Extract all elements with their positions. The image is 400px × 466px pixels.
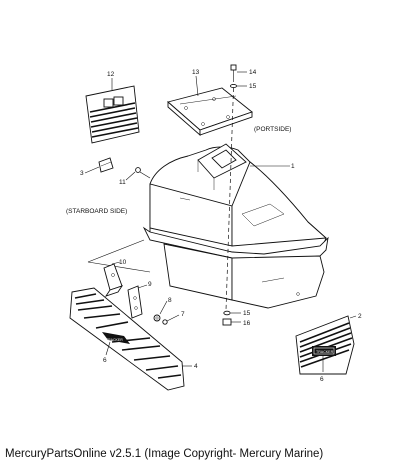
callout-12: 12 [107,71,115,78]
callout-9: 9 [148,281,152,288]
bushing-part-8 [153,314,161,322]
callout-6-right: 6 [320,376,324,383]
callout-7: 7 [181,311,185,318]
latch-part-9 [127,285,143,319]
badge-text-left: TRACKER [106,338,123,342]
callout-11: 11 [119,179,126,186]
side-decal-part-2: TRACKER [295,315,355,375]
bracket-part-10 [103,263,124,297]
callout-2: 2 [358,313,362,320]
nut-part-16 [222,318,232,326]
starboard-side-label: (STARBOARD SIDE) [66,208,127,215]
callout-10: 10 [119,259,127,266]
callout-16: 16 [243,320,251,327]
decal-part-12 [85,85,140,144]
badge-text-right: TRACKER [316,350,334,354]
screw-part-7 [162,314,180,325]
callout-14: 14 [249,69,257,76]
callout-3: 3 [80,170,84,177]
side-decal-part-4: TRACKER [69,287,185,391]
callout-15-bottom: 15 [243,310,251,317]
washer-part-15-bottom [223,310,231,316]
screw-part-11 [135,167,151,179]
callout-13: 13 [192,69,200,76]
callout-8: 8 [168,297,172,304]
small-decal-part-3 [98,157,114,173]
screw-part-14 [230,64,237,82]
callout-1: 1 [291,163,295,170]
copyright-footer: MercuryPartsOnline v2.5.1 (Image Copyrig… [5,448,324,460]
top-cowl-part-1 [142,143,329,309]
portside-label: (PORTSIDE) [254,126,291,133]
washer-part-15-top [230,83,237,89]
callout-6-left: 6 [103,357,107,364]
callout-4: 4 [194,363,198,370]
top-cover-plate-part-13 [167,87,253,136]
callout-15-top: 15 [249,83,257,90]
